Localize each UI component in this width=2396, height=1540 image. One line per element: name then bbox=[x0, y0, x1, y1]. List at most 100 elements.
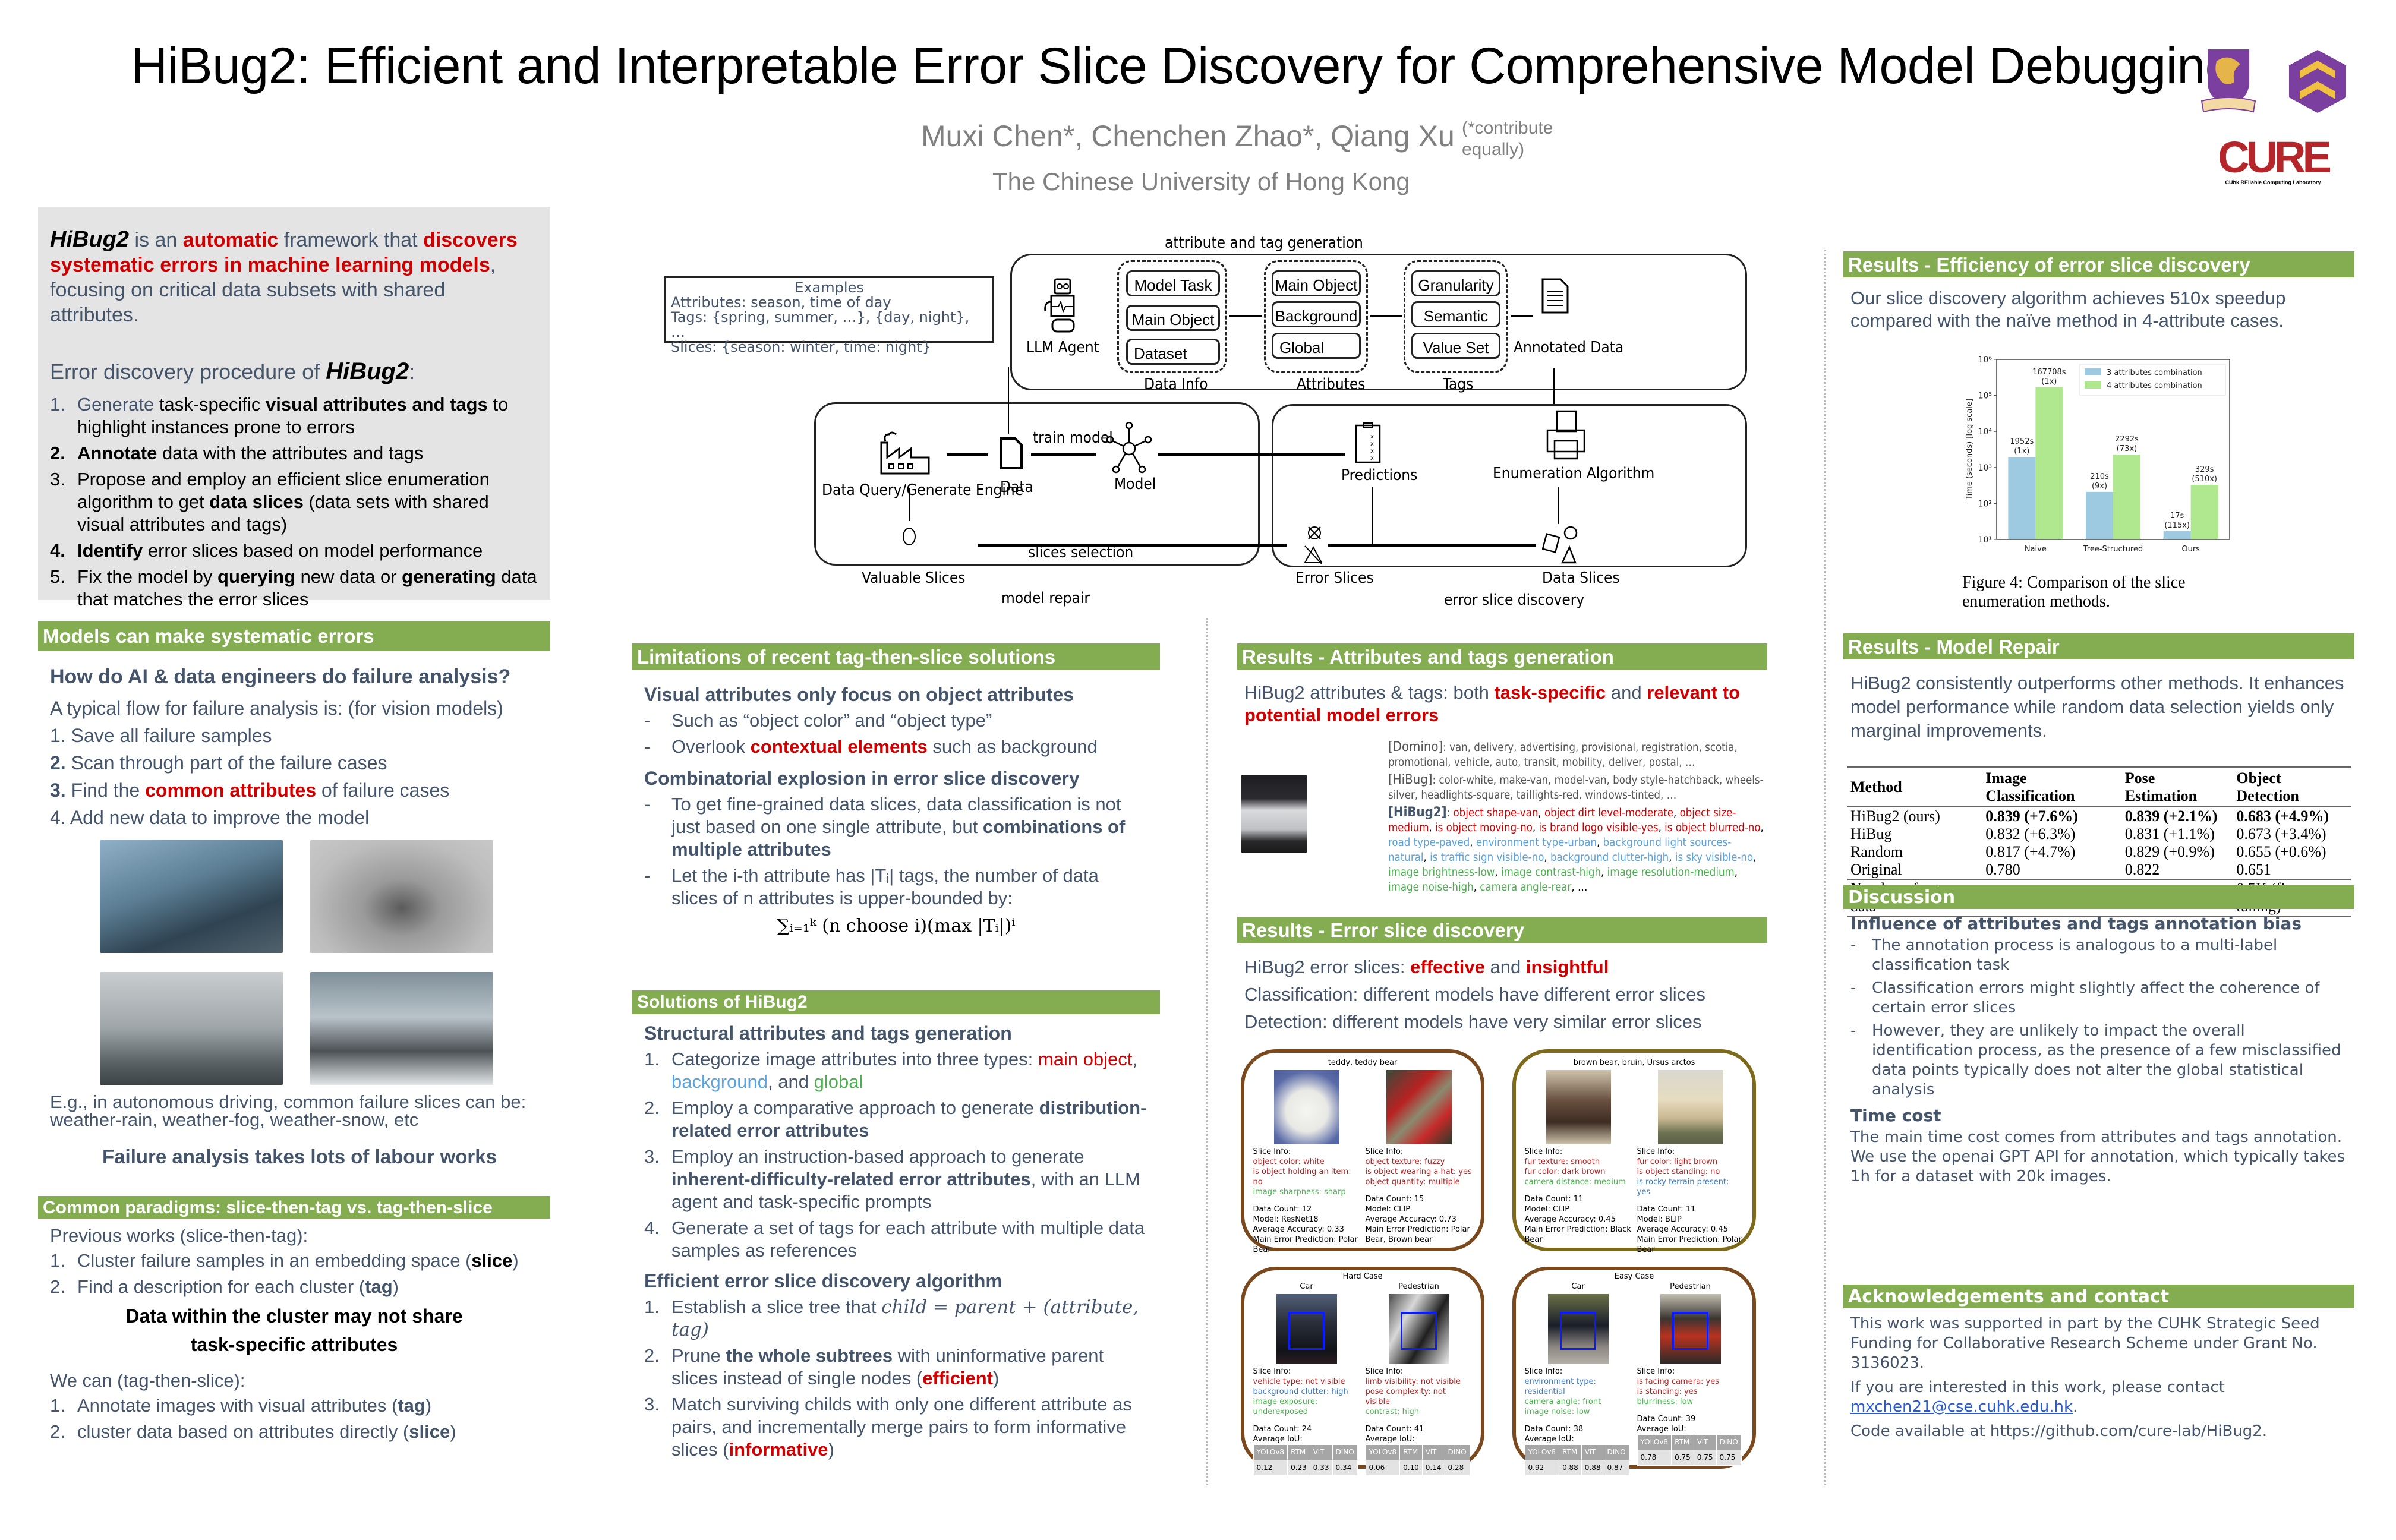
card-title: brown bear, bruin, Ursus arctos bbox=[1573, 1058, 1695, 1067]
domino-tags: [Domino]: van, delivery, advertising, pr… bbox=[1388, 740, 1768, 770]
hibug2-tag: object shape-van bbox=[1453, 807, 1539, 819]
domino-label: [Domino] bbox=[1388, 740, 1443, 755]
hibug2-tag: object dirt level-moderate bbox=[1544, 807, 1673, 819]
example-line: Tags: {spring, summer, …}, {day, night},… bbox=[671, 309, 970, 340]
hibug2-tags: [HiBug2]: object shape-van, object dirt … bbox=[1388, 805, 1764, 894]
tag-item: Value Set bbox=[1411, 333, 1500, 359]
limitation-bullet: -To get fine-grained data slices, data c… bbox=[644, 794, 1126, 860]
section-header: Results - Error slice discovery bbox=[1237, 917, 1767, 943]
failure-example-text: E.g., in autonomous driving, common fail… bbox=[50, 1091, 527, 1130]
slice-stat: Main Error Prediction: Polar Bear, Brown… bbox=[1365, 1225, 1470, 1244]
svg-text:x: x bbox=[1370, 448, 1374, 455]
slice-tree-formula: child = parent + (attribute, tag) bbox=[671, 1296, 1139, 1340]
section-header: Limitations of recent tag-then-slice sol… bbox=[632, 643, 1160, 670]
hibug-label: [HiBug] bbox=[1388, 772, 1433, 787]
bar-value-label: 1952s bbox=[2010, 437, 2034, 446]
text: , with an LLM agent and task-specific pr… bbox=[671, 1169, 1140, 1212]
iou-value: 0.92 bbox=[1524, 1460, 1560, 1476]
hibug2-tag: environment type-urban bbox=[1476, 837, 1597, 849]
iou-model: RTM bbox=[1399, 1444, 1423, 1460]
bar bbox=[2035, 387, 2063, 539]
text: is an bbox=[129, 229, 183, 251]
main-object-type: main object bbox=[1038, 1049, 1133, 1069]
prev-step: 2.Find a description for each cluster (t… bbox=[50, 1276, 538, 1298]
predictions-label: Predictions bbox=[1341, 466, 1418, 484]
section-header: Results - Model Repair bbox=[1843, 633, 2354, 659]
text: Identify bbox=[77, 540, 143, 561]
rain-driving-photo bbox=[100, 840, 283, 953]
section-model-repair: Results - Model Repair HiBug2 consistent… bbox=[1843, 633, 2354, 917]
hibug2-tag: image noise-high bbox=[1388, 881, 1474, 894]
text: , focusing on critical data subsets with… bbox=[50, 254, 496, 326]
text: ) bbox=[450, 1421, 456, 1442]
slice-stat: Data Count: 24 bbox=[1253, 1425, 1312, 1434]
examples-title: Examples bbox=[795, 279, 864, 296]
text: Establish a slice tree that bbox=[671, 1296, 882, 1317]
text: new data or bbox=[295, 566, 402, 587]
text: Prune bbox=[671, 1345, 726, 1366]
column-divider bbox=[1824, 250, 1826, 1485]
flow-step: 3. Find the common attributes of failure… bbox=[50, 777, 538, 804]
step-number: 4. bbox=[50, 807, 66, 828]
data-slices-label: Data Slices bbox=[1542, 569, 1620, 587]
slice-attribute: fur color: dark brown bbox=[1524, 1167, 1606, 1176]
text: ) bbox=[392, 1276, 399, 1297]
data-slices-shapes-icon bbox=[1542, 526, 1578, 564]
legend-label: 4 attributes combination bbox=[2107, 381, 2202, 390]
iou-value: 0.28 bbox=[1444, 1460, 1470, 1476]
table-cell: Original bbox=[1850, 861, 1902, 878]
text: with uninformative parent slices instead… bbox=[671, 1345, 1104, 1388]
text: Propose and employ an efficient slice en… bbox=[77, 469, 490, 512]
y-tick-label: 10⁵ bbox=[1978, 392, 1992, 401]
highlight: task-specific bbox=[1494, 682, 1606, 703]
discussion-heading: Influence of attributes and tags annotat… bbox=[1850, 914, 2302, 933]
text: : bbox=[409, 359, 415, 384]
slice-stat: Average Accuracy: 0.45 bbox=[1637, 1225, 1728, 1234]
step-number: 2. bbox=[50, 752, 66, 774]
attribute-generation-box bbox=[1010, 254, 1747, 390]
discussion-bullet: -Classification errors might slightly af… bbox=[1850, 979, 2347, 1018]
code-link-text[interactable]: Code available at https://github.com/cur… bbox=[1850, 1422, 2268, 1440]
bar-speedup-label: (9x) bbox=[2092, 482, 2107, 491]
iou-value: 0.12 bbox=[1253, 1460, 1288, 1476]
model-repair-label: model repair bbox=[1001, 589, 1090, 607]
column-divider bbox=[1206, 618, 1208, 1485]
slice-attribute: camera angle: front bbox=[1524, 1397, 1601, 1406]
email-link[interactable]: mxchen21@cse.cuhk.edu.hk bbox=[1850, 1398, 2073, 1416]
examples-box: Examples Attributes: season, time of day… bbox=[664, 276, 994, 355]
slice-stat: Average Accuracy: 0.45 bbox=[1524, 1215, 1616, 1224]
text: Let the i-th attribute has |Tᵢ| tags, th… bbox=[671, 865, 1099, 908]
text: To get fine-grained data slices, data cl… bbox=[671, 794, 1121, 837]
text: of failure cases bbox=[316, 780, 450, 801]
affiliation: The Chinese University of Hong Kong bbox=[992, 168, 1410, 195]
model-network-icon bbox=[1106, 422, 1152, 474]
bar bbox=[2008, 457, 2036, 539]
enumeration-printer-icon bbox=[1546, 410, 1585, 460]
prev-step: 1.Cluster failure samples in an embeddin… bbox=[50, 1249, 538, 1272]
hibug-tags: [HiBug]: color-white, make-van, model-va… bbox=[1388, 772, 1768, 803]
attributes-label: Attributes bbox=[1297, 375, 1366, 393]
slice-attribute: fur texture: smooth bbox=[1524, 1157, 1600, 1166]
document-icon bbox=[1541, 278, 1569, 314]
light-brown-bear-photo bbox=[1657, 1070, 1723, 1144]
slice-attribute: limb visibility: not visible bbox=[1365, 1377, 1461, 1386]
tags-label: Tags bbox=[1443, 375, 1474, 393]
iou-model: RTM bbox=[1671, 1434, 1694, 1450]
factory-icon bbox=[880, 431, 930, 475]
repair-text: HiBug2 consistently outperforms other me… bbox=[1850, 673, 2344, 741]
text: Cluster failure samples in an embedding … bbox=[77, 1250, 472, 1271]
slice-stat: Main Error Prediction: Polar Bear bbox=[1253, 1235, 1358, 1254]
arrow bbox=[947, 453, 988, 456]
slice-stat: Model: CLIP bbox=[1524, 1205, 1570, 1214]
text: slice bbox=[471, 1250, 513, 1271]
slice-attribute: is object holding an item: no bbox=[1253, 1167, 1351, 1186]
section-paradigms: Common paradigms: slice-then-tag vs. tag… bbox=[38, 1196, 550, 1447]
text: data that matches the error slices bbox=[77, 566, 537, 610]
bar-value-label: 2292s bbox=[2115, 435, 2139, 444]
global-type: global bbox=[814, 1071, 863, 1092]
text: cluster data based on attributes directl… bbox=[77, 1421, 409, 1442]
